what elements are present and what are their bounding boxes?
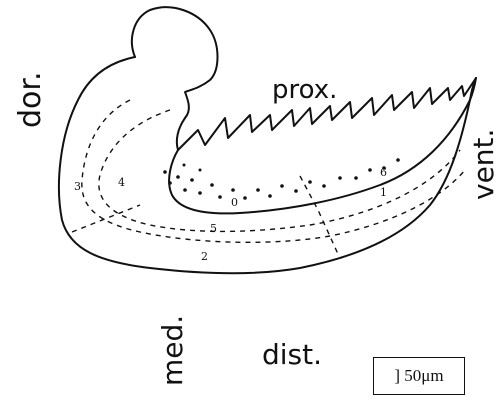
body-outer-outline [59, 57, 476, 273]
label-dor: dor. [13, 71, 48, 128]
label-prox: prox. [272, 75, 337, 105]
region-6: 6 [380, 166, 387, 179]
cephalic-lobe-outline [132, 7, 218, 118]
label-med: med. [156, 315, 189, 386]
dashed-line-radial [300, 176, 338, 254]
label-dist: dist. [262, 338, 322, 371]
region-1: 1 [380, 186, 387, 199]
dashed-line-diagonal [72, 205, 140, 232]
region-4: 4 [118, 176, 125, 189]
region-5: 5 [210, 222, 217, 235]
region-2: 2 [201, 250, 208, 263]
scale-bar: ] 50μm [373, 357, 465, 395]
label-vent: vent. [467, 129, 498, 200]
region-3: 3 [74, 180, 81, 193]
cell-dots [163, 158, 400, 200]
dashed-line-inner [99, 110, 460, 231]
region-0: 0 [231, 196, 238, 209]
